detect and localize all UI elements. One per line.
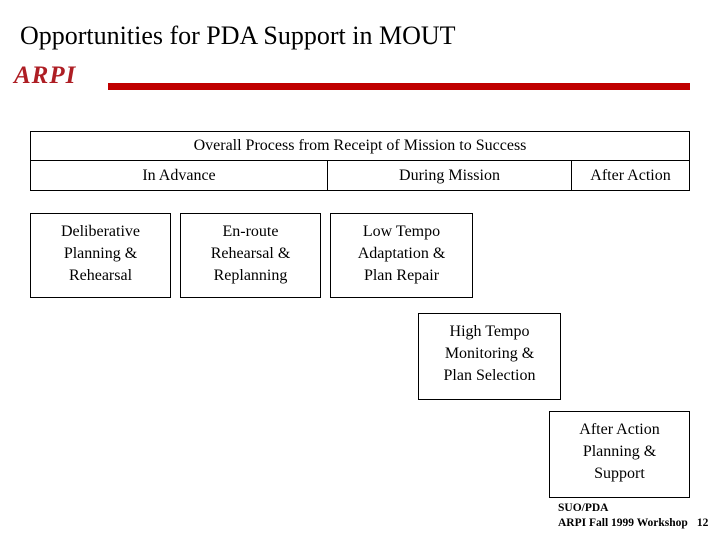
box-line: Planning & — [63, 245, 138, 262]
slide-title: Opportunities for PDA Support in MOUT — [20, 21, 456, 50]
process-table-title-cell: Overall Process from Receipt of Mission … — [31, 132, 689, 161]
box-line: High Tempo — [449, 323, 530, 340]
process-box-enroute-rehearsal: En-route Rehearsal & Replanning — [180, 213, 321, 298]
process-box-deliberative-planning: Deliberative Planning & Rehearsal — [30, 213, 171, 298]
box-line: Deliberative — [60, 223, 141, 240]
process-box-low-tempo-adaptation: Low Tempo Adaptation & Plan Repair — [330, 213, 473, 298]
footer-workshop-label: ARPI Fall 1999 Workshop — [558, 517, 688, 529]
box-line: Rehearsal & — [210, 245, 291, 262]
slide-footer: SUO/PDA ARPI Fall 1999 Workshop 12 — [558, 501, 708, 531]
process-table-phase-row: In Advance During Mission After Action — [31, 161, 689, 190]
box-line: En-route — [222, 223, 279, 240]
box-line: Support — [594, 465, 645, 482]
process-box-high-tempo-monitoring: High Tempo Monitoring & Plan Selection — [418, 313, 561, 400]
box-line: After Action — [579, 421, 660, 438]
phase-cell-during-mission: During Mission — [328, 161, 572, 190]
box-line: Adaptation & — [357, 245, 446, 262]
box-line: Low Tempo — [362, 223, 441, 240]
footer-project-label: SUO/PDA — [558, 502, 609, 514]
red-divider-bar — [108, 83, 690, 90]
phase-cell-in-advance: In Advance — [31, 161, 328, 190]
box-line: Replanning — [213, 267, 288, 284]
box-line: Plan Repair — [363, 267, 440, 284]
box-line: Plan Selection — [443, 367, 536, 384]
phase-cell-after-action: After Action — [590, 167, 671, 184]
box-line: Monitoring & — [444, 345, 535, 362]
page-number: 12 — [696, 517, 709, 529]
arpi-logo: ARPI — [14, 62, 77, 89]
footer-workshop-line: ARPI Fall 1999 Workshop 12 — [558, 516, 708, 531]
box-line: Planning & — [582, 443, 657, 460]
process-box-after-action-planning: After Action Planning & Support — [549, 411, 690, 498]
box-line: Rehearsal — [68, 267, 133, 284]
process-table: Overall Process from Receipt of Mission … — [30, 131, 690, 191]
